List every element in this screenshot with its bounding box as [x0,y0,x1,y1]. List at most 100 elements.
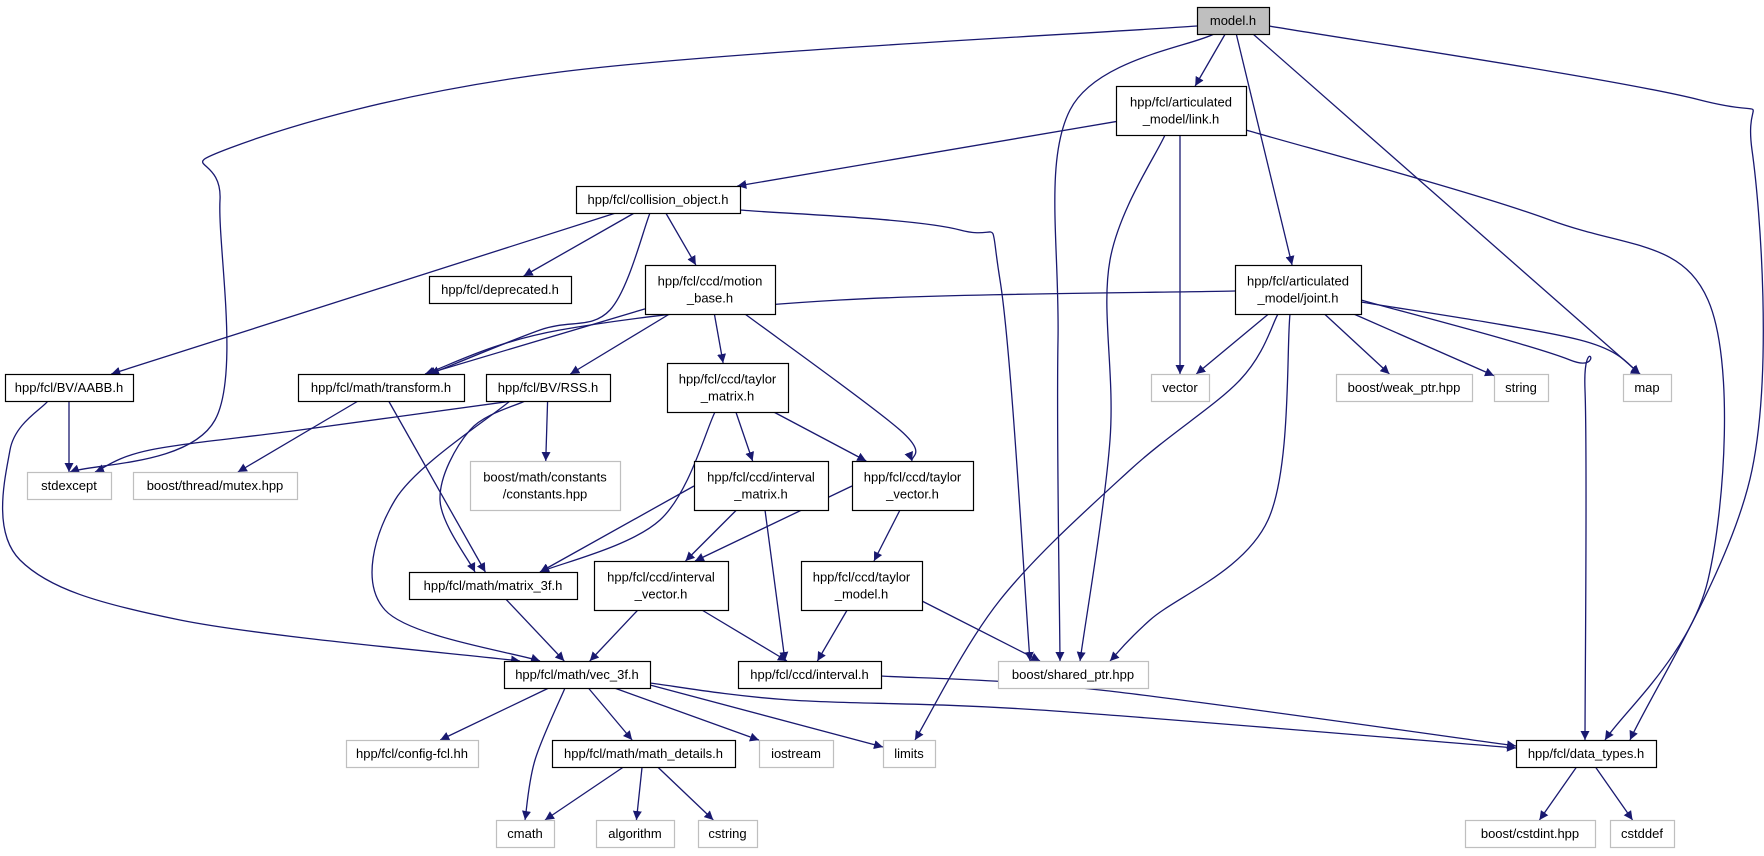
node-label: vector [1162,380,1198,395]
node-motion-base-h[interactable]: hpp/fcl/ccd/motion_base.h [644,264,777,316]
node-label: hpp/fcl/articulated [1130,95,1232,110]
node-string: string [1493,373,1550,403]
node-interval-vector-h[interactable]: hpp/fcl/ccd/interval_vector.h [593,560,730,612]
node-label: _matrix.h [700,389,754,404]
node-label: boost/math/constants [483,470,607,485]
node-taylor-matrix-h[interactable]: hpp/fcl/ccd/taylor_matrix.h [666,362,790,414]
node-label: boost/thread/mutex.hpp [147,478,284,493]
edge-taylor-matrix-h-to-interval-matrix-h [735,411,754,462]
node-joint-h[interactable]: hpp/fcl/articulated_model/joint.h [1234,264,1363,316]
edge-vec-3f-h-to-iostream [614,687,760,742]
node-label: cstring [708,826,746,841]
edge-vec-3f-h-to-limits [649,684,884,750]
node-label: cmath [507,826,542,841]
node-label: _base.h [686,291,733,306]
edge-taylor-model-h-to-shared-ptr [919,599,1041,662]
nodes-layer: model.hhpp/fcl/articulated_model/link.hh… [4,6,1676,849]
node-box [297,373,466,403]
edge-motion-base-h-to-taylor-matrix-h [713,313,726,364]
edge-interval-vector-h-to-vec-3f-h [589,609,639,662]
node-collision-object-h[interactable]: hpp/fcl/collision_object.h [575,185,742,215]
node-label: hpp/fcl/math/matrix_3f.h [424,578,563,593]
node-box [485,373,612,403]
edge-collision-object-h-to-shared-ptr [739,209,1034,662]
node-taylor-vector-h[interactable]: hpp/fcl/ccd/taylor_vector.h [851,460,975,512]
node-box [469,460,622,512]
node-box [4,373,135,403]
edge-motion-base-h-to-rss-h [569,313,670,375]
node-transform-h[interactable]: hpp/fcl/math/transform.h [297,373,466,403]
node-label: _matrix.h [733,487,787,502]
edge-matrix-3f-h-to-vec-3f-h [505,598,565,662]
edge-collision-object-h-to-deprecated-h [523,212,635,277]
node-data-types-h[interactable]: hpp/fcl/data_types.h [1515,739,1658,769]
edge-collision-object-h-to-transform-h [429,212,651,375]
node-weak-ptr: boost/weak_ptr.hpp [1335,373,1474,403]
edge-interval-matrix-h-to-interval-vector-h [685,509,737,562]
node-label: hpp/fcl/BV/AABB.h [15,380,123,395]
node-box [495,819,556,849]
edge-model-h-to-data-types-h [1268,25,1764,741]
node-label: boost/shared_ptr.hpp [1012,667,1134,682]
node-deprecated-h[interactable]: hpp/fcl/deprecated.h [428,275,573,305]
edge-math-details-h-to-algorithm [632,766,643,821]
node-model-h[interactable]: model.h [1196,6,1271,36]
node-math-details-h[interactable]: hpp/fcl/math/math_details.h [551,739,737,769]
node-box [1234,264,1363,316]
node-iostream: iostream [758,739,835,769]
node-box [26,471,113,501]
node-shared-ptr: boost/shared_ptr.hpp [997,660,1150,690]
node-map: map [1622,373,1673,403]
node-cstring: cstring [697,819,759,849]
node-constants: boost/math/constants/constants.hpp [469,460,622,512]
node-box [1150,373,1211,403]
node-box [1464,819,1597,849]
edge-model-h-to-stdexcept [69,25,1198,474]
node-label: boost/weak_ptr.hpp [1348,380,1461,395]
node-interval-h[interactable]: hpp/fcl/ccd/interval.h [737,660,883,690]
node-cstdint: boost/cstdint.hpp [1464,819,1597,849]
node-box [503,660,652,690]
node-interval-matrix-h[interactable]: hpp/fcl/ccd/interval_matrix.h [693,460,830,512]
node-box [132,471,299,501]
node-cstddef: cstddef [1609,819,1676,849]
edge-interval-matrix-h-to-interval-h [764,509,789,662]
edge-vec-3f-h-to-cmath [522,687,566,821]
edge-motion-base-h-to-transform-h [426,308,646,376]
node-rss-h[interactable]: hpp/fcl/BV/RSS.h [485,373,612,403]
node-label: hpp/fcl/config-fcl.hh [356,746,468,761]
edge-joint-h-to-shared-ptr [1109,313,1291,662]
node-label: hpp/fcl/ccd/interval [607,570,715,585]
node-label: _model/joint.h [1257,291,1339,306]
node-box [851,460,975,512]
node-box [800,560,924,612]
node-label: hpp/fcl/BV/RSS.h [498,380,598,395]
node-box [697,819,759,849]
node-box [758,739,835,769]
node-label: hpp/fcl/math/math_details.h [564,746,723,761]
node-aabb-h[interactable]: hpp/fcl/BV/AABB.h [4,373,135,403]
node-mutex: boost/thread/mutex.hpp [132,471,299,501]
node-cmath: cmath [495,819,556,849]
edge-link-h-to-collision-object-h [737,120,1117,189]
node-taylor-model-h[interactable]: hpp/fcl/ccd/taylor_model.h [800,560,924,612]
edge-aabb-h-to-vec-3f-h [1,400,521,665]
edge-link-h-to-data-types-h [1245,129,1726,741]
node-label: hpp/fcl/data_types.h [1528,746,1644,761]
node-box [593,560,730,612]
node-vec-3f-h[interactable]: hpp/fcl/math/vec_3f.h [503,660,652,690]
node-matrix-3f-h[interactable]: hpp/fcl/math/matrix_3f.h [408,571,579,601]
node-label: hpp/fcl/collision_object.h [588,192,729,207]
node-label: string [1505,380,1537,395]
node-label: limits [894,746,924,761]
edge-collision-object-h-to-aabb-h [111,212,616,376]
edge-taylor-vector-h-to-taylor-model-h [873,509,901,562]
node-label: stdexcept [41,478,97,493]
node-link-h[interactable]: hpp/fcl/articulated_model/link.h [1115,85,1248,137]
edge-model-h-to-shared-ptr [1054,33,1215,662]
node-box [575,185,742,215]
edge-math-details-h-to-cstring [657,766,714,821]
node-box [1493,373,1550,403]
node-box [997,660,1150,690]
